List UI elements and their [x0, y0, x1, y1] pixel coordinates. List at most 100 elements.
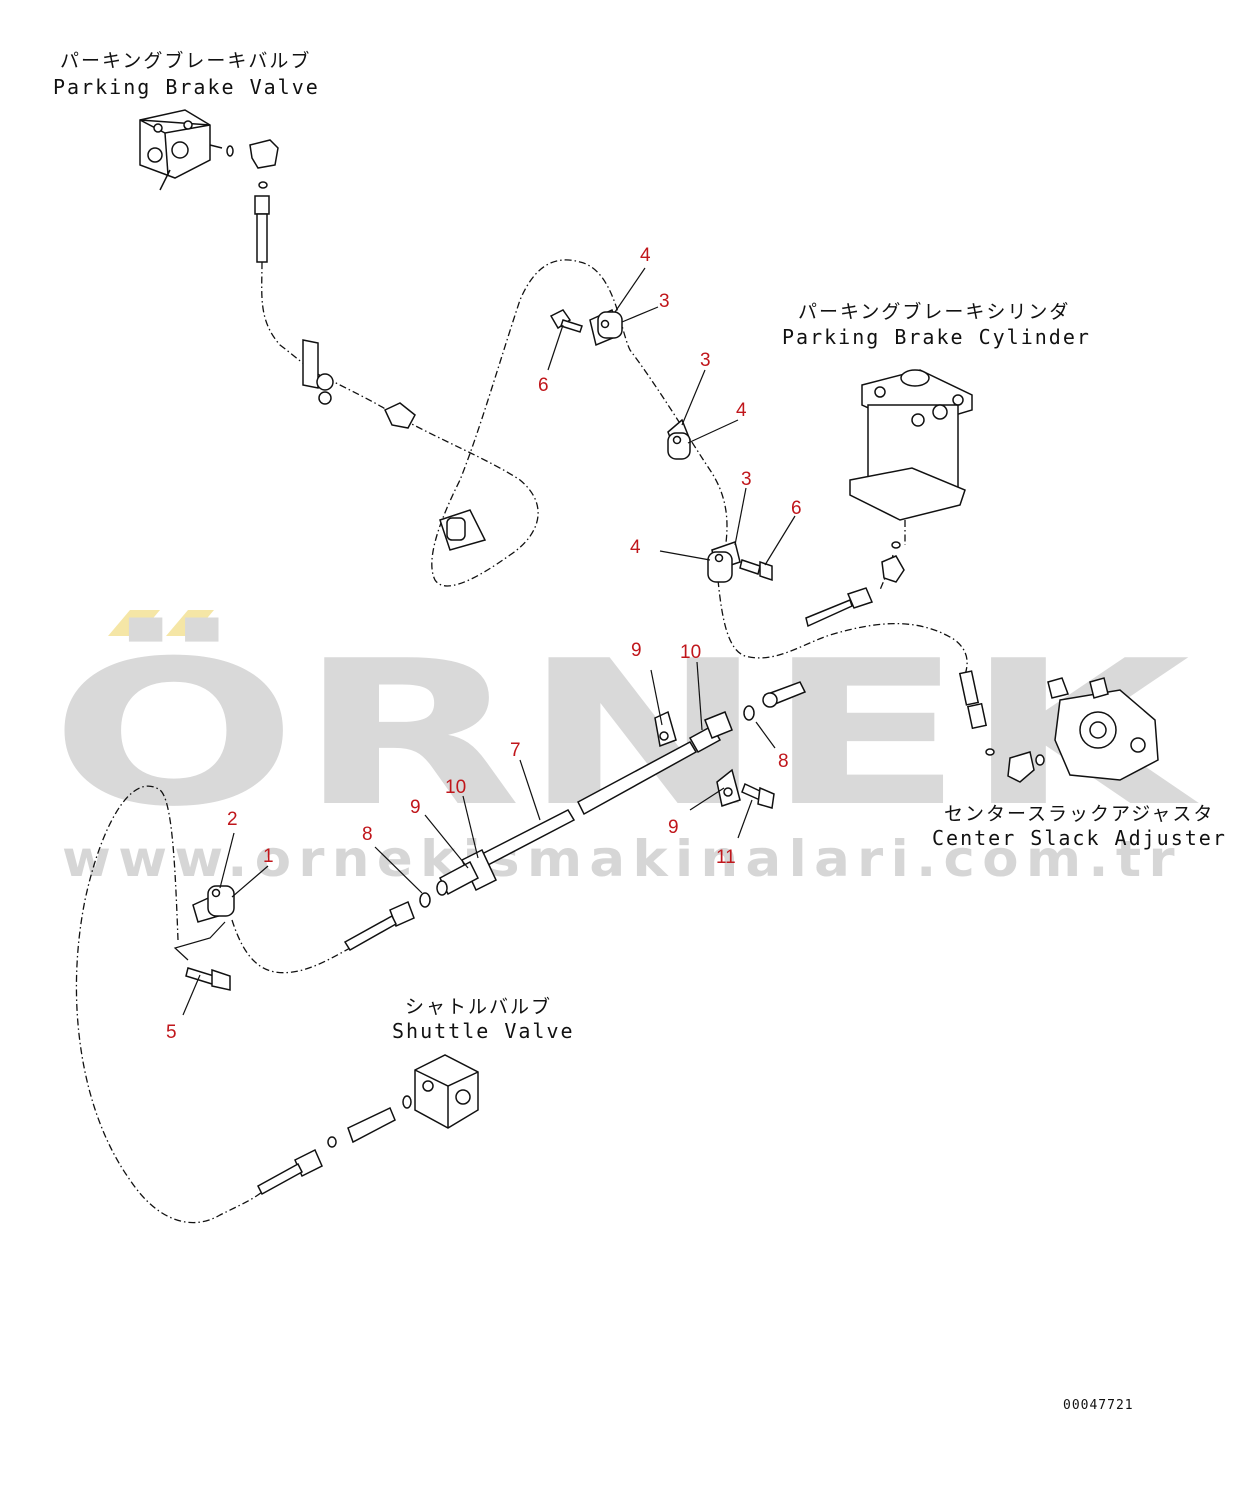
o-ring-8-right: [743, 705, 755, 721]
cylinder-port: [932, 404, 948, 420]
clamp-eye: [316, 373, 334, 391]
hose-clamp-loop: [439, 509, 487, 551]
leader-9-upper: [650, 669, 663, 726]
label-center-slack-adjuster-jp: センタースラックアジャスタ: [944, 803, 1214, 825]
adjuster-hose-fitting: [958, 670, 988, 730]
center-slack-adjuster: [762, 670, 1159, 783]
fitting-10-left: [436, 848, 497, 896]
fitting-o-ring: [985, 748, 995, 756]
clip-9-hole: [659, 731, 669, 741]
callout-8: 8: [778, 751, 789, 772]
adjuster-fitting-top: [1089, 677, 1109, 699]
leader-3-b: [681, 369, 706, 426]
label-shuttle-valve-jp: シャトルバルブ: [405, 995, 552, 1018]
clamp-hole: [714, 553, 724, 563]
shuttle-hose-body: [257, 1162, 303, 1196]
callout-6: 6: [791, 498, 802, 519]
adjuster-fitting-top: [1047, 677, 1069, 699]
leader-6-a: [547, 324, 564, 371]
label-center-slack-adjuster-en: Center Slack Adjuster: [932, 826, 1227, 850]
valve-port: [183, 120, 193, 130]
cylinder-bolt: [952, 394, 964, 406]
valve-stub: [209, 144, 223, 149]
valve-knob: [147, 147, 163, 163]
callout-10: 10: [680, 642, 701, 663]
clamp-group-b: [667, 418, 691, 460]
callouts: 4 3 6 3 4 3 4 6 9 10 7 8 10 9 9 11 8 2 1…: [166, 245, 802, 1043]
fitting-nut: [966, 702, 988, 730]
callout-9: 9: [410, 797, 421, 818]
leader-8-right: [755, 721, 776, 749]
bolt-shank: [560, 319, 583, 333]
callout-3: 3: [659, 291, 670, 312]
watermark-accent-right: [166, 610, 214, 636]
label-parking-brake-valve-jp: パーキングブレーキバルブ: [60, 49, 311, 72]
clamp-hole: [672, 435, 682, 445]
leader-2: [219, 832, 235, 889]
parking-brake-cylinder: [805, 369, 973, 628]
hose-fitting-nut: [254, 195, 270, 215]
fitting-body: [343, 914, 397, 952]
hose-route-right: [717, 579, 968, 676]
shuttle-adapter: [347, 1106, 396, 1144]
cylinder-hose-fitting: [805, 587, 874, 628]
cylinder-o-ring: [891, 541, 901, 549]
label-parking-brake-valve-en: Parking Brake Valve: [53, 75, 320, 99]
label-parking-brake-cylinder-jp: パーキングブレーキシリンダ: [798, 300, 1070, 323]
leader-11: [737, 799, 753, 839]
adjuster-side-fitting: [762, 681, 807, 708]
hose-fitting-body: [256, 213, 268, 263]
cylinder-base-flange: [849, 467, 966, 521]
document-id: 00047721: [1063, 1398, 1134, 1413]
callout-8: 8: [362, 824, 373, 845]
fitting-end: [436, 880, 448, 896]
leader-lines: [182, 267, 796, 1016]
callout-3: 3: [741, 469, 752, 490]
cylinder-elbow: [881, 555, 905, 583]
callout-4: 4: [640, 245, 651, 266]
callout-4: 4: [630, 537, 641, 558]
callout-4: 4: [736, 400, 747, 421]
callout-3: 3: [700, 350, 711, 371]
hose-route-lower: [231, 919, 351, 974]
label-shuttle-valve-en: Shuttle Valve: [392, 1019, 575, 1043]
shuttle-valve-body: [414, 1054, 479, 1129]
shuttle-o-ring: [402, 1095, 412, 1109]
callout-11: 11: [716, 847, 736, 868]
label-parking-brake-cylinder: パーキングブレーキシリンダ Parking Brake Cylinder: [782, 300, 1089, 349]
valve-lever: [159, 169, 171, 191]
clamp-group-lower: [173, 885, 235, 991]
loop-clamp-cushion: [446, 517, 466, 541]
bolt-6-a: [549, 309, 583, 333]
callout-10: 10: [445, 777, 466, 798]
leader-9-left: [424, 814, 469, 869]
leader-4-c: [659, 550, 711, 561]
bolt-shank: [739, 559, 761, 575]
cylinder-port: [911, 413, 925, 427]
valve-port-large: [171, 141, 189, 159]
fitting-nut: [762, 692, 778, 708]
adjuster-port: [1130, 737, 1146, 753]
bolt-head: [211, 968, 231, 991]
fitting-body: [805, 599, 853, 628]
watermark-accent-left: [108, 610, 160, 636]
clamp-group-c: [707, 541, 773, 583]
fitting-10-right-hex: [704, 711, 733, 739]
cylinder-rod: [900, 369, 930, 387]
valve-elbow-fitting: [249, 139, 279, 169]
bolt-head: [759, 560, 773, 582]
tube-7-right: [577, 741, 698, 816]
adjuster-o-ring: [1035, 754, 1045, 766]
clamp-hole: [600, 319, 610, 329]
shuttle-valve: [257, 1054, 479, 1196]
callout-1: 1: [263, 846, 274, 867]
clamp-group-a: [549, 308, 623, 347]
shuttle-valve-port: [455, 1089, 471, 1105]
label-parking-brake-valve: パーキングブレーキバルブ Parking Brake Valve: [53, 49, 320, 99]
lower-hose-fitting: [343, 900, 415, 952]
clamp-cushion: [207, 885, 235, 917]
label-shuttle-valve: シャトルバルブ Shuttle Valve: [392, 995, 575, 1043]
valve-o-ring: [226, 145, 234, 157]
bolt-head: [757, 786, 775, 809]
